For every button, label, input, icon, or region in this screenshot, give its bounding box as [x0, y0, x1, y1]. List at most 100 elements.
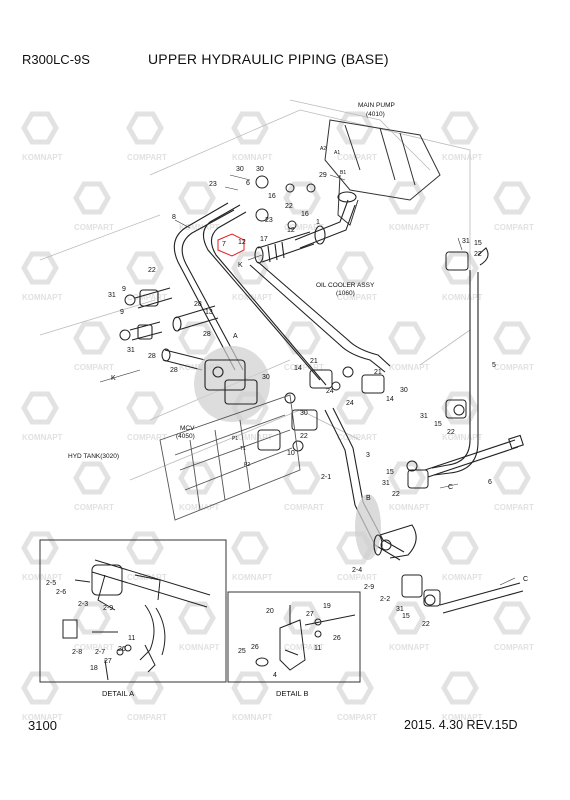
- hose-7: [254, 231, 315, 264]
- part-callout: 30: [256, 166, 264, 173]
- svg-text:COMPART: COMPART: [284, 363, 324, 372]
- mcv-fitting: [204, 359, 258, 405]
- part-callout: 8: [172, 214, 176, 221]
- port-a1: A1: [334, 150, 340, 156]
- svg-text:COMPART: COMPART: [337, 713, 377, 722]
- svg-text:KOMNAPT: KOMNAPT: [442, 573, 483, 582]
- b-fitting: [373, 524, 417, 559]
- svg-text:COMPART: COMPART: [337, 293, 377, 302]
- watermark-logo: KOMNAPT: [441, 251, 483, 302]
- watermark-logo: KOMNAPT: [231, 111, 273, 162]
- watermark-logo: KOMNAPT: [441, 531, 483, 582]
- part-callout: 24: [346, 400, 354, 407]
- part-callout: 21: [310, 358, 318, 365]
- part-callout: 25: [238, 648, 246, 655]
- part-callout: 22: [300, 433, 308, 440]
- part-callout: 2-1: [321, 474, 331, 481]
- part-callout: 2-3: [78, 601, 88, 608]
- page-title: UPPER HYDRAULIC PIPING (BASE): [148, 51, 389, 67]
- svg-text:KOMNAPT: KOMNAPT: [179, 223, 220, 232]
- part-callout: 27: [306, 611, 314, 618]
- watermark-logo: COMPART: [283, 321, 324, 372]
- part-callout: 15: [474, 240, 482, 247]
- svg-text:COMPART: COMPART: [74, 363, 114, 372]
- watermark-logo: COMPART: [493, 181, 534, 232]
- part-callout: 3: [366, 452, 370, 459]
- watermark-logo: KOMNAPT: [441, 111, 483, 162]
- svg-text:COMPART: COMPART: [127, 713, 167, 722]
- part-callout: 22: [392, 491, 400, 498]
- part-callout: 16: [301, 211, 309, 218]
- model-code: R300LC-9S: [22, 52, 90, 67]
- hose-8: [173, 202, 244, 371]
- watermark-logo: COMPART: [493, 601, 534, 652]
- part-callout: 4: [273, 672, 277, 679]
- part-callout: 1: [316, 219, 320, 226]
- part-callout: 2-2: [380, 596, 390, 603]
- part-callout: 23: [265, 217, 273, 224]
- watermark-logo: KOMNAPT: [178, 181, 220, 232]
- svg-text:KOMNAPT: KOMNAPT: [442, 713, 483, 722]
- svg-text:COMPART: COMPART: [337, 433, 377, 442]
- watermark-logo: COMPART: [283, 601, 324, 652]
- svg-text:COMPART: COMPART: [494, 363, 534, 372]
- label-mcv-code: (4050): [176, 433, 195, 440]
- part-callout: 31: [382, 480, 390, 487]
- hose-c: [439, 582, 524, 614]
- watermark-logo: KOMNAPT: [388, 181, 430, 232]
- flanges-mid: [119, 175, 469, 607]
- part-callout: 28: [148, 353, 156, 360]
- svg-text:KOMNAPT: KOMNAPT: [232, 153, 273, 162]
- watermark-logo: KOMNAPT: [21, 671, 63, 722]
- svg-text:KOMNAPT: KOMNAPT: [442, 293, 483, 302]
- part-callout: B: [366, 495, 371, 502]
- pipe-6: [424, 434, 524, 478]
- detail-captions: DETAIL A DETAIL B: [102, 689, 309, 698]
- cooler-hose: [249, 261, 391, 373]
- pipe-1: [294, 191, 357, 249]
- svg-text:KOMNAPT: KOMNAPT: [22, 713, 63, 722]
- watermark-logo: COMPART: [126, 251, 167, 302]
- port-b1: B1: [340, 170, 346, 176]
- part-callout: 27: [104, 658, 112, 665]
- part-callout: 23: [209, 181, 217, 188]
- label-main-pump: MAIN PUMP: [358, 102, 395, 109]
- part-callout: 12: [287, 227, 295, 234]
- svg-text:COMPART: COMPART: [127, 153, 167, 162]
- svg-text:KOMNAPT: KOMNAPT: [389, 363, 430, 372]
- part-callout: 31: [108, 292, 116, 299]
- part-callout: 9: [120, 309, 124, 316]
- part-callout: 22: [474, 251, 482, 258]
- svg-text:KOMNAPT: KOMNAPT: [389, 503, 430, 512]
- watermark-logo: KOMNAPT: [178, 601, 220, 652]
- watermark-logo: COMPART: [336, 671, 377, 722]
- watermark-logo: KOMNAPT: [21, 251, 63, 302]
- part-callout: 10: [287, 450, 295, 457]
- label-oil-cooler: OIL COOLER ASSY: [316, 282, 375, 289]
- svg-text:KOMNAPT: KOMNAPT: [389, 643, 430, 652]
- port-p2: P2: [244, 462, 250, 468]
- part-callout: 17: [260, 236, 268, 243]
- page-number: 3100: [28, 718, 57, 733]
- svg-text:COMPART: COMPART: [74, 643, 114, 652]
- part-callout: 2-9: [364, 584, 374, 591]
- watermark-logo: KOMNAPT: [21, 531, 63, 582]
- detail-a-box: [39, 539, 227, 683]
- part-callout: 2-6: [56, 589, 66, 596]
- part-callout: 28: [194, 301, 202, 308]
- revision-date: 2015. 4.30 REV.15D: [404, 718, 518, 732]
- part-callout: 24: [326, 388, 334, 395]
- frame-outline: [39, 99, 471, 481]
- label-oil-cooler-code: (1060): [336, 290, 355, 297]
- detail-a-caption: DETAIL A: [102, 689, 134, 698]
- watermark-logo: COMPART: [73, 321, 114, 372]
- watermark-logo: KOMNAPT: [21, 111, 63, 162]
- svg-text:COMPART: COMPART: [337, 573, 377, 582]
- svg-text:KOMNAPT: KOMNAPT: [442, 433, 483, 442]
- part-callout: 30: [400, 387, 408, 394]
- detail-a-marker: [194, 346, 270, 422]
- part-callout: 22: [447, 429, 455, 436]
- part-callout: 28: [203, 331, 211, 338]
- part-callout: K: [238, 262, 243, 269]
